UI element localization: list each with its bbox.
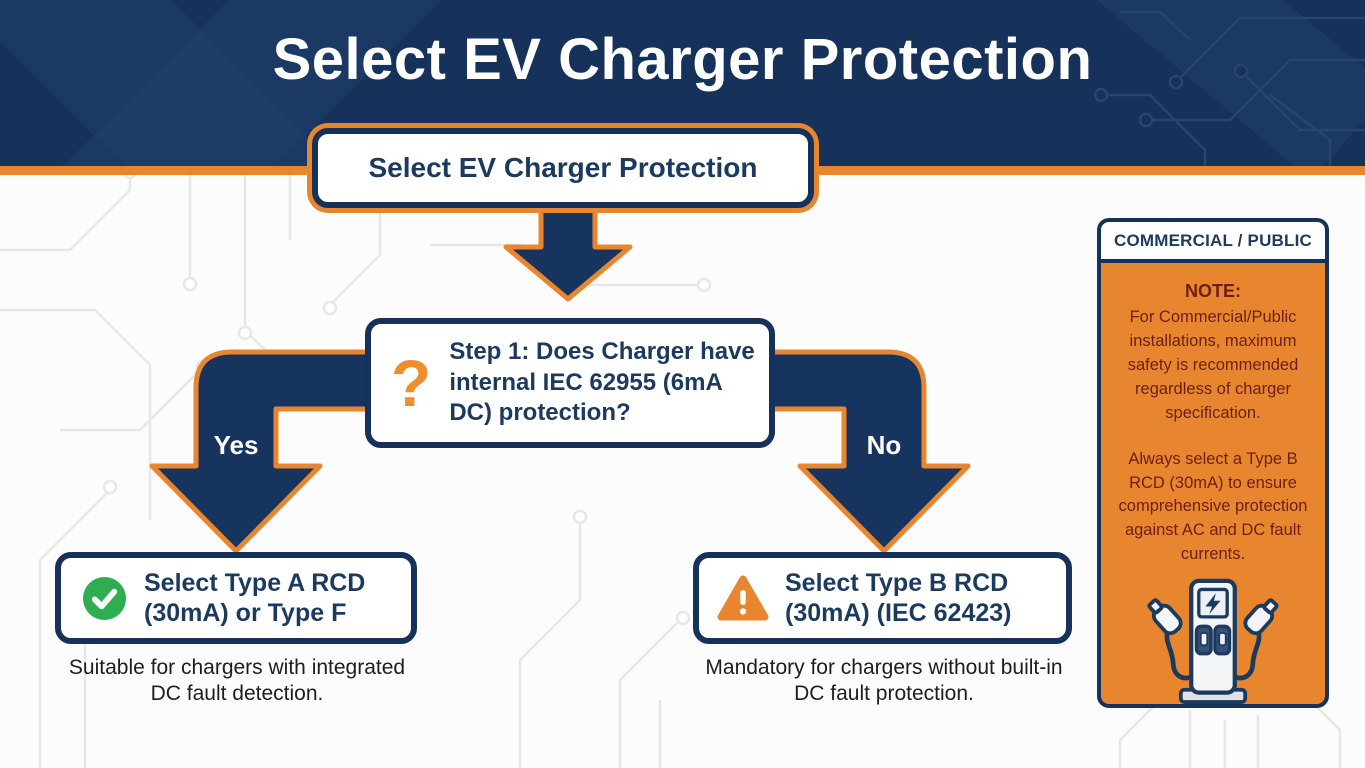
down-arrow (503, 199, 633, 302)
ev-charging-station-icon (1142, 577, 1284, 704)
result-a-caption: Suitable for chargers with integrated DC… (68, 656, 406, 706)
start-node-label: Select EV Charger Protection (368, 152, 758, 183)
yes-label: Yes (213, 430, 259, 460)
result-node-type-b: Select Type B RCD (30mA) (IEC 62423) (693, 552, 1072, 644)
result-b-caption: Mandatory for chargers without built-in … (705, 656, 1063, 706)
note-paragraph-2: Always select a Type B RCD (30mA) to ens… (1118, 449, 1308, 564)
question-node-label: Step 1: Does Charger have internal IEC 6… (449, 337, 755, 427)
check-circle-icon (82, 576, 127, 620)
warning-triangle-icon (717, 575, 769, 621)
panel-note: NOTE: For Commercial/Public installation… (1101, 263, 1325, 704)
question-node: ? Step 1: Does Charger have internal IEC… (365, 318, 775, 448)
start-node: Select EV Charger Protection (312, 128, 814, 208)
result-a-label: Select Type A RCD (30mA) or Type F (144, 568, 366, 628)
note-title: NOTE: (1185, 281, 1241, 301)
note-paragraph-1: For Commercial/Public installations, max… (1127, 308, 1299, 422)
result-b-label: Select Type B RCD (30mA) (IEC 62423) (785, 568, 1012, 628)
no-label: No (866, 430, 902, 460)
question-mark-icon: ? (391, 346, 432, 420)
panel-header: COMMERCIAL / PUBLIC (1101, 222, 1325, 263)
page-title: Select EV Charger Protection (272, 27, 1093, 92)
header-circuit-pattern (1093, 10, 1365, 166)
result-node-type-a: Select Type A RCD (30mA) or Type F (55, 552, 417, 644)
commercial-public-panel: COMMERCIAL / PUBLIC NOTE: For Commercial… (1097, 218, 1329, 708)
